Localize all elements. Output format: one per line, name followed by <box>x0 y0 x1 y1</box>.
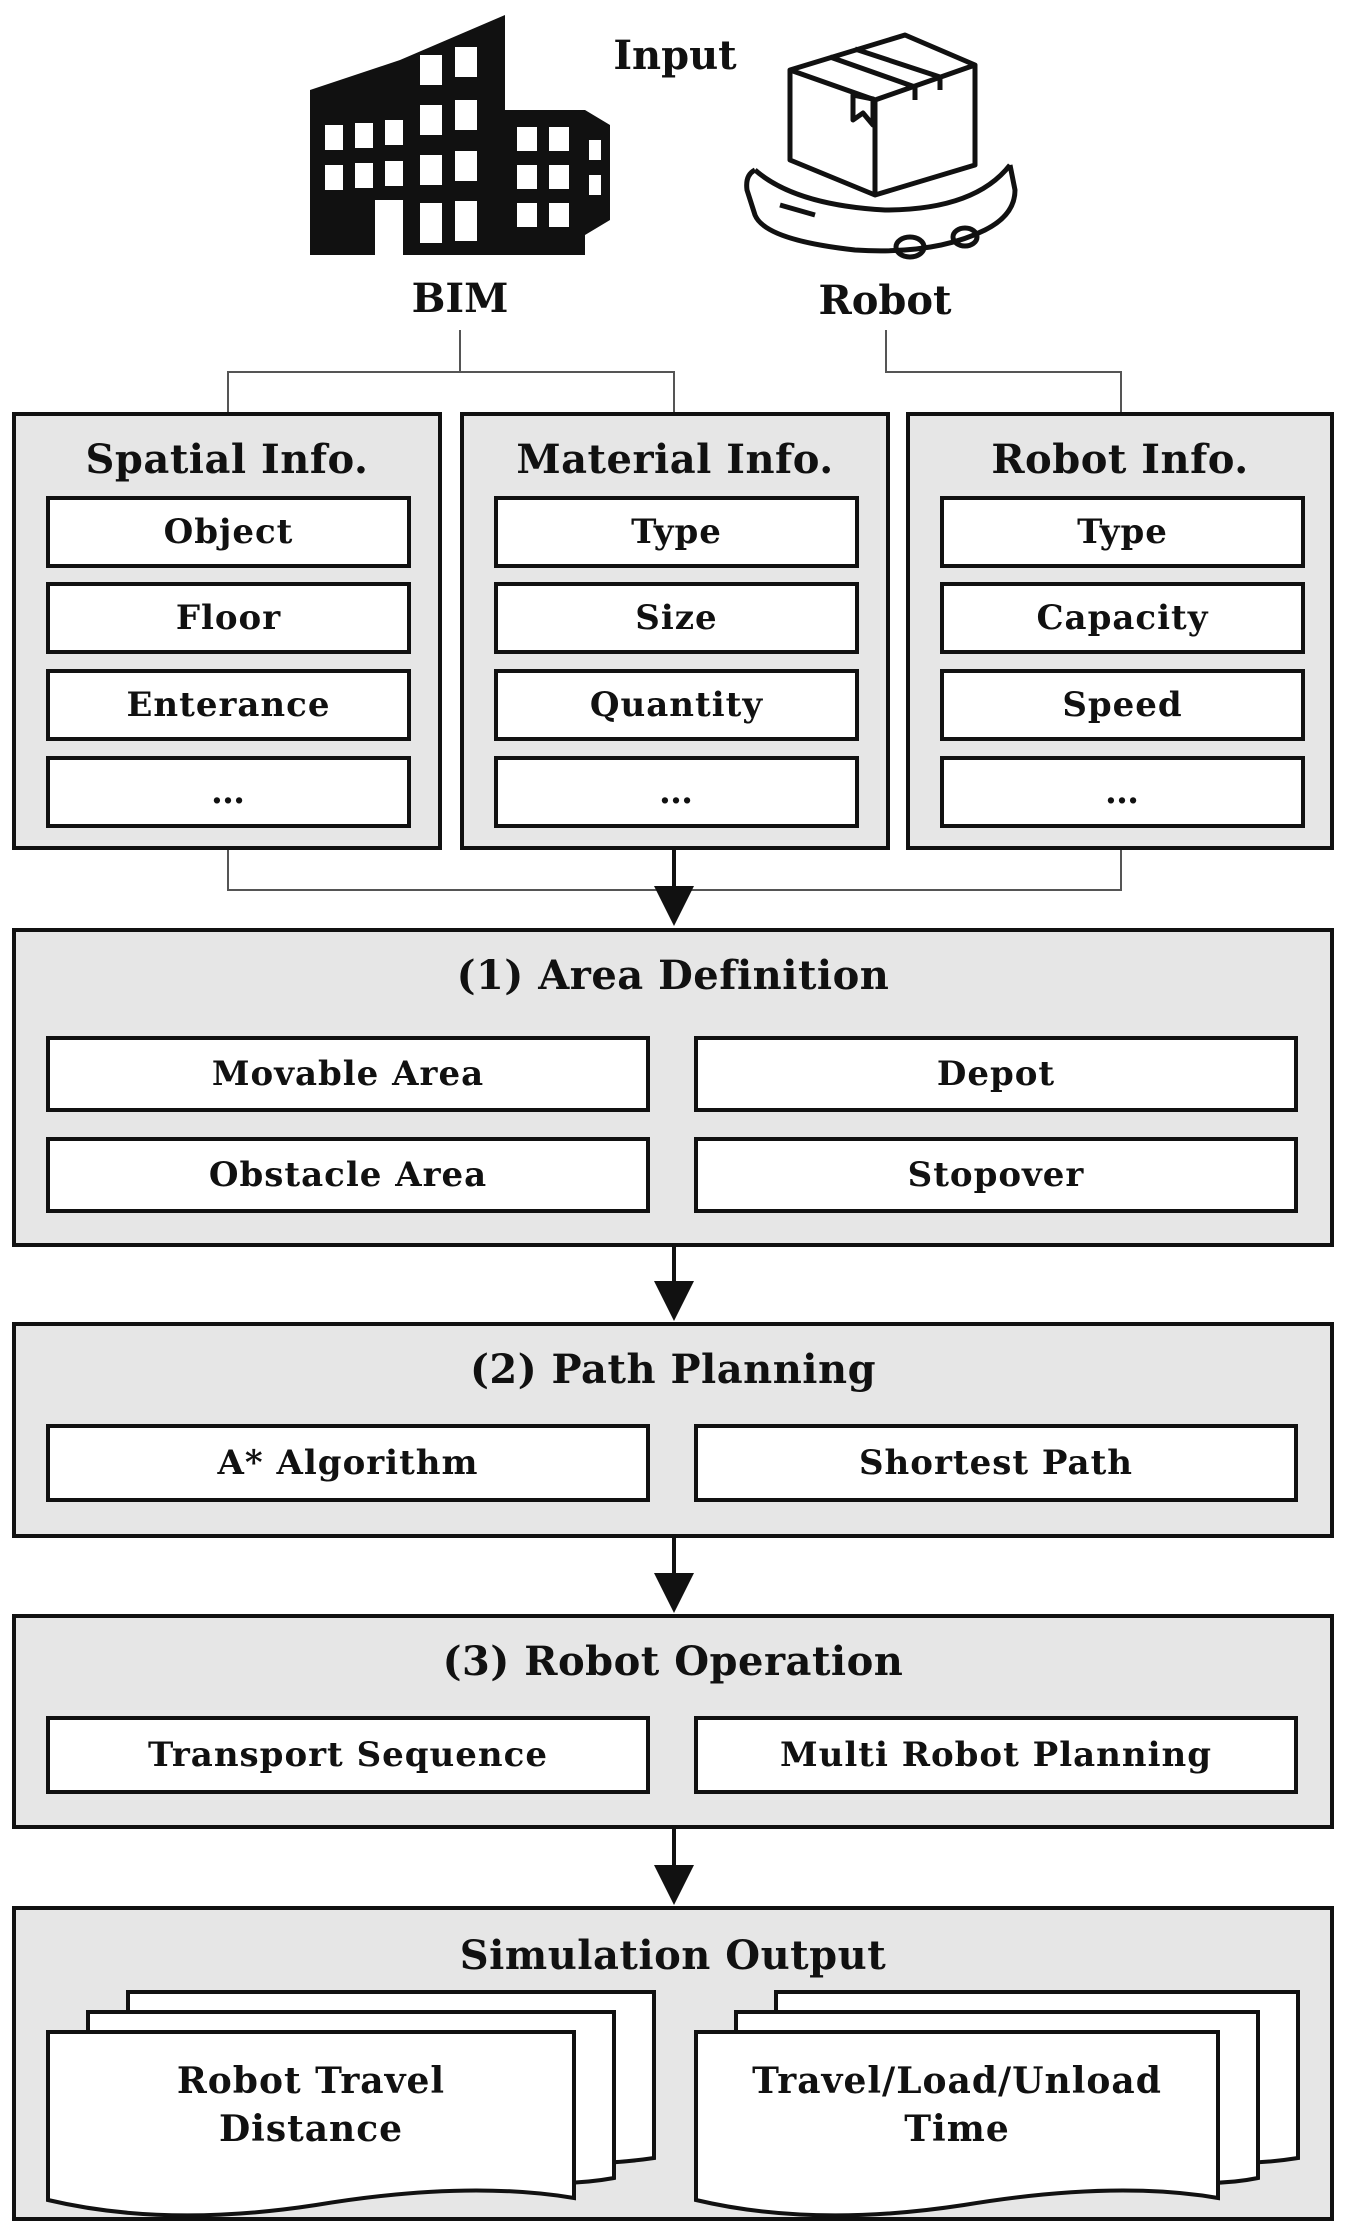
spatial-item-object: Object <box>46 496 411 568</box>
obstacle-area-box: Obstacle Area <box>46 1137 650 1213</box>
shortest-path-box: Shortest Path <box>694 1424 1298 1502</box>
travel-load-unload-time-line2: Time <box>904 2108 1010 2150</box>
building-icon <box>310 15 610 255</box>
material-item-size: Size <box>494 582 859 654</box>
robot-travel-distance-line2: Distance <box>218 2108 404 2150</box>
robot-item-type: Type <box>940 496 1305 568</box>
spatial-info-panel: Spatial Info. Object Floor Enterance … <box>12 412 442 850</box>
travel-load-unload-time-line1: Travel/Load/Unload <box>752 2060 1162 2102</box>
robot-item-capacity: Capacity <box>940 582 1305 654</box>
robot-travel-distance-line1: Robot Travel <box>176 2060 446 2102</box>
multi-robot-planning-box: Multi Robot Planning <box>694 1716 1298 1794</box>
robot-item-speed: Speed <box>940 669 1305 741</box>
robot-operation-title: (3) Robot Operation <box>442 1638 904 1685</box>
robot-operation-panel: (3) Robot Operation Transport Sequence M… <box>12 1614 1334 1829</box>
material-item-type: Type <box>494 496 859 568</box>
robot-label: Robot <box>818 277 952 324</box>
depot-box: Depot <box>694 1036 1298 1112</box>
input-label: Input <box>613 32 737 79</box>
stopover-box: Stopover <box>694 1137 1298 1213</box>
travel-load-unload-time-document-stack <box>694 1990 1300 2218</box>
simulation-output-panel: Simulation Output Robot Travel Distance … <box>12 1906 1334 2221</box>
robot-connector <box>885 330 1122 412</box>
robot-item-more: … <box>940 756 1305 828</box>
material-info-title: Material Info. <box>516 436 834 483</box>
spatial-item-enterance: Enterance <box>46 669 411 741</box>
bim-connector <box>227 330 461 412</box>
area-definition-panel: (1) Area Definition Movable Area Depot O… <box>12 928 1334 1247</box>
material-item-quantity: Quantity <box>494 669 859 741</box>
spatial-info-title: Spatial Info. <box>85 436 369 483</box>
spatial-item-floor: Floor <box>46 582 411 654</box>
material-info-panel: Material Info. Type Size Quantity … <box>460 412 890 850</box>
area-definition-title: (1) Area Definition <box>456 952 890 999</box>
bim-connector-material <box>460 371 675 412</box>
robot-info-panel: Robot Info. Type Capacity Speed … <box>906 412 1334 850</box>
spatial-item-more: … <box>46 756 411 828</box>
robot-travel-distance-document-stack <box>46 1990 656 2218</box>
simulation-output-title: Simulation Output <box>459 1932 887 1979</box>
path-planning-title: (2) Path Planning <box>469 1346 877 1393</box>
bim-label: BIM <box>411 275 509 322</box>
material-item-more: … <box>494 756 859 828</box>
delivery-robot-icon <box>744 32 1018 260</box>
a-star-algorithm-box: A* Algorithm <box>46 1424 650 1502</box>
robot-info-title: Robot Info. <box>991 436 1249 483</box>
path-planning-panel: (2) Path Planning A* Algorithm Shortest … <box>12 1322 1334 1538</box>
transport-sequence-box: Transport Sequence <box>46 1716 650 1794</box>
movable-area-box: Movable Area <box>46 1036 650 1112</box>
